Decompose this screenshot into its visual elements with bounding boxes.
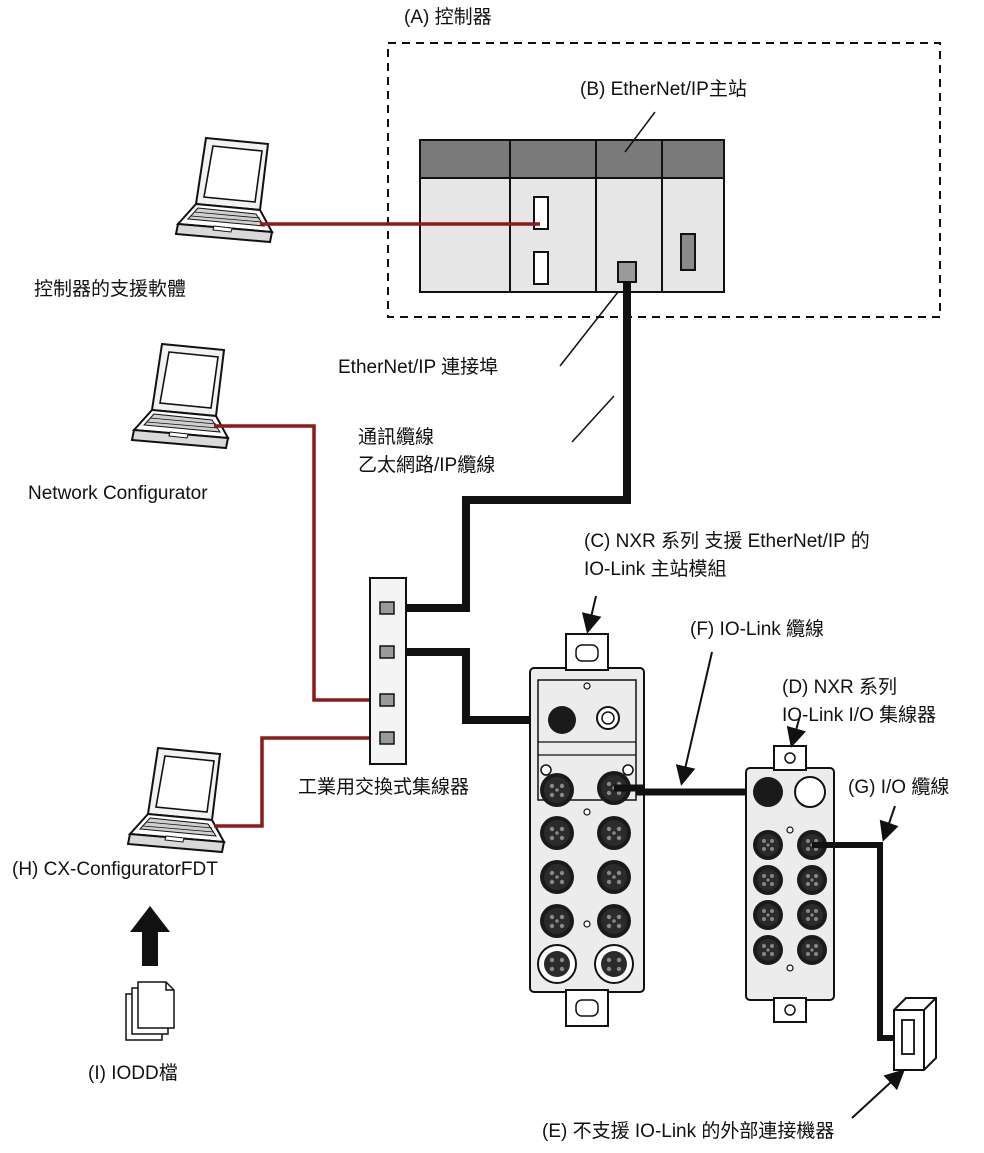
io-hub-label-1: (D) NXR 系列	[782, 677, 898, 698]
io-cable-arrow	[879, 805, 899, 842]
external-device-icon	[893, 997, 937, 1071]
controller-frame	[387, 42, 941, 318]
network-configurator-label: Network Configurator	[28, 483, 208, 504]
io-cable-label: (G) I/O 纜線	[848, 777, 950, 798]
network-configurator-laptop-icon	[131, 343, 229, 449]
ethernet-cable-switch-to-master	[392, 648, 558, 724]
external-device-arrow	[851, 1069, 905, 1119]
industrial-switch-label: 工業用交換式集線器	[298, 777, 470, 798]
cx-configurator-label: (H) CX-ConfiguratorFDT	[12, 859, 218, 880]
upload-arrow-icon	[130, 906, 170, 966]
controller-label: (A) 控制器	[404, 7, 492, 28]
io-link-master-label-1: (C) NXR 系列 支援 EtherNet/IP 的	[584, 531, 870, 552]
comm-cable-pointer	[571, 395, 615, 443]
io-hub-label-2: IO-Link I/O 集線器	[782, 705, 937, 726]
plc-rack	[419, 139, 725, 293]
io-hub-arrow	[786, 715, 807, 748]
industrial-switch	[369, 577, 407, 765]
cpu-port-1	[533, 196, 549, 230]
cpu-port-2	[533, 251, 549, 285]
support-software-laptop-icon	[175, 137, 273, 243]
iodd-file-icon	[125, 981, 175, 1041]
cx-configurator-laptop-icon	[127, 747, 225, 853]
io-link-cable	[614, 784, 768, 796]
io-link-io-hub	[745, 745, 835, 1023]
comm-cable-label-2: 乙太網路/IP纜線	[358, 455, 496, 476]
ethernet-port	[617, 261, 637, 283]
io-link-cable-label: (F) IO-Link 纜線	[690, 619, 825, 640]
external-device-label: (E) 不支援 IO-Link 的外部連接機器	[542, 1121, 835, 1142]
network-configurator-cable	[214, 424, 380, 702]
ethernet-master-label: (B) EtherNet/IP主站	[580, 79, 747, 100]
ethernet-master-pointer	[624, 111, 656, 153]
io-link-master-arrow	[581, 595, 602, 634]
iodd-file-label: (I) IODD檔	[88, 1063, 178, 1084]
comm-cable-label-1: 通訊纜線	[358, 427, 435, 448]
io-link-cable-arrow	[675, 651, 713, 786]
ethernet-port-pointer	[559, 291, 619, 367]
cx-configurator-cable	[214, 736, 380, 828]
ethernet-port-label: EtherNet/IP 連接埠	[338, 357, 499, 378]
support-software-label: 控制器的支援軟體	[34, 279, 187, 300]
io-link-master-module	[529, 633, 645, 1027]
ethernet-cable-plc-to-switch	[392, 282, 631, 612]
unit-port	[680, 233, 696, 271]
io-link-master-label-2: IO-Link 主站模組	[584, 559, 727, 580]
io-cable	[812, 842, 895, 1041]
